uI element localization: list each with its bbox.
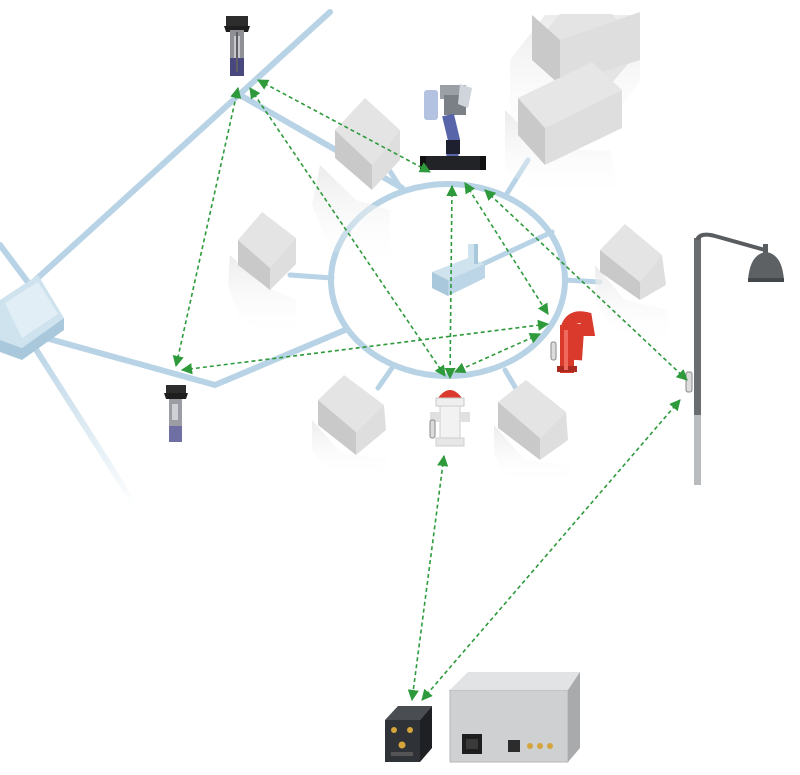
base-station-icon	[449, 672, 580, 763]
wireless-link-valve-top-to-streetlamp	[484, 189, 688, 381]
streetlamp-icon	[685, 232, 784, 485]
red-hydrant-icon	[550, 311, 596, 373]
pipe-fade-down	[27, 337, 138, 508]
wireless-links	[172, 79, 688, 702]
white-hydrant-icon	[429, 390, 470, 447]
pipe-lower-left	[32, 327, 348, 389]
pipe-sensor-icon	[224, 16, 250, 76]
building	[595, 224, 668, 345]
building	[505, 62, 622, 200]
wireless-link-sensor-top-left-to-sensor-left	[172, 86, 242, 368]
reservoir-icon	[0, 275, 64, 360]
pipe-ring-stub-bl	[375, 365, 395, 391]
wireless-link-sensor-left-to-hydrant-red	[180, 319, 550, 375]
building	[228, 212, 296, 340]
wireless-link-streetlamp-to-gateway-small	[421, 399, 681, 701]
meter-box-icon	[432, 244, 485, 296]
building	[312, 98, 400, 270]
valve-actuator-icon	[420, 84, 486, 170]
pipe-ring-stub-left	[287, 272, 335, 281]
small-gateway-icon	[385, 706, 432, 762]
pipe-fade-left	[0, 242, 33, 288]
building	[312, 375, 388, 478]
wireless-link-hydrant-white-to-gateway-small	[407, 454, 449, 702]
building	[494, 380, 570, 485]
pipe-sensor-icon	[164, 385, 188, 442]
wireless-link-hydrant-red-to-hydrant-white	[453, 333, 542, 373]
